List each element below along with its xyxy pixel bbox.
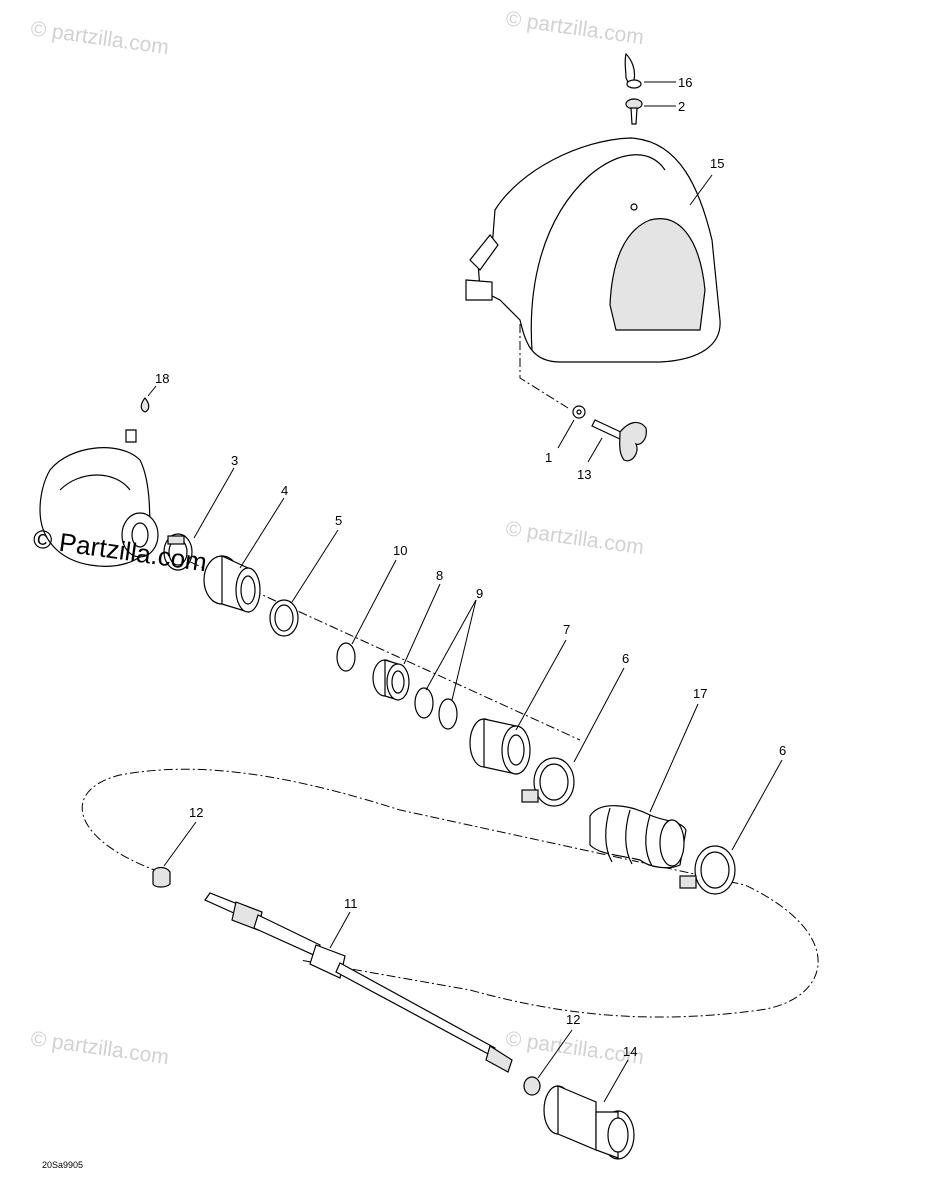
screw-part xyxy=(625,98,643,125)
cap-part-b xyxy=(523,1076,541,1096)
drive-shaft-part xyxy=(204,892,513,1073)
callout-3: 3 xyxy=(231,453,238,468)
callout-15: 15 xyxy=(710,156,724,171)
housing-part xyxy=(39,447,159,567)
callout-12b: 12 xyxy=(566,1012,580,1027)
o-ring-part-10 xyxy=(336,642,356,672)
callout-6a: 6 xyxy=(622,651,629,666)
bushing-part xyxy=(372,659,410,701)
seal-carrier-part xyxy=(203,555,261,613)
callout-6b: 6 xyxy=(779,743,786,758)
diagram-code: 20Sa9905 xyxy=(42,1160,83,1170)
cap-part-a xyxy=(152,866,171,888)
hose-clamp-part-a xyxy=(521,757,575,807)
callout-16: 16 xyxy=(678,75,692,90)
callout-17: 17 xyxy=(693,686,707,701)
callout-10: 10 xyxy=(393,543,407,558)
clip-part xyxy=(624,52,642,89)
callout-9: 9 xyxy=(476,586,483,601)
callout-14: 14 xyxy=(623,1044,637,1059)
seal-coupler-part xyxy=(543,1085,635,1160)
clamp-part-3 xyxy=(163,533,193,571)
grease-fitting-part xyxy=(125,397,150,443)
watermark-top-left: © partzilla.com xyxy=(29,17,170,59)
callout-11: 11 xyxy=(344,896,358,911)
callout-12a: 12 xyxy=(189,805,203,820)
watermark-bottom-left: © partzilla.com xyxy=(29,1027,170,1069)
hose-clamp-part-b xyxy=(679,845,736,895)
callout-1: 1 xyxy=(545,450,552,465)
cover-part xyxy=(465,137,721,363)
callout-5: 5 xyxy=(335,513,342,528)
callout-2: 2 xyxy=(678,99,685,114)
callout-labels: 16 2 15 18 1 13 3 4 5 10 8 9 7 6 17 6 12… xyxy=(155,75,786,1059)
watermark-top-right: © partzilla.com xyxy=(504,7,645,49)
callout-8: 8 xyxy=(436,568,443,583)
leader-lines xyxy=(147,81,783,1103)
sleeve-part xyxy=(469,718,531,775)
washer-part xyxy=(572,405,586,419)
callout-4: 4 xyxy=(281,483,288,498)
watermark-mid-right: © partzilla.com xyxy=(504,517,645,559)
ring-part-5 xyxy=(269,599,299,637)
bellows-boot-part xyxy=(589,805,687,869)
shaft-loop-line xyxy=(81,768,819,1018)
callout-13: 13 xyxy=(577,467,591,482)
thumb-screw-part xyxy=(591,419,647,462)
callout-18: 18 xyxy=(155,371,169,386)
o-ring-part-9 xyxy=(414,687,458,730)
callout-7: 7 xyxy=(563,622,570,637)
